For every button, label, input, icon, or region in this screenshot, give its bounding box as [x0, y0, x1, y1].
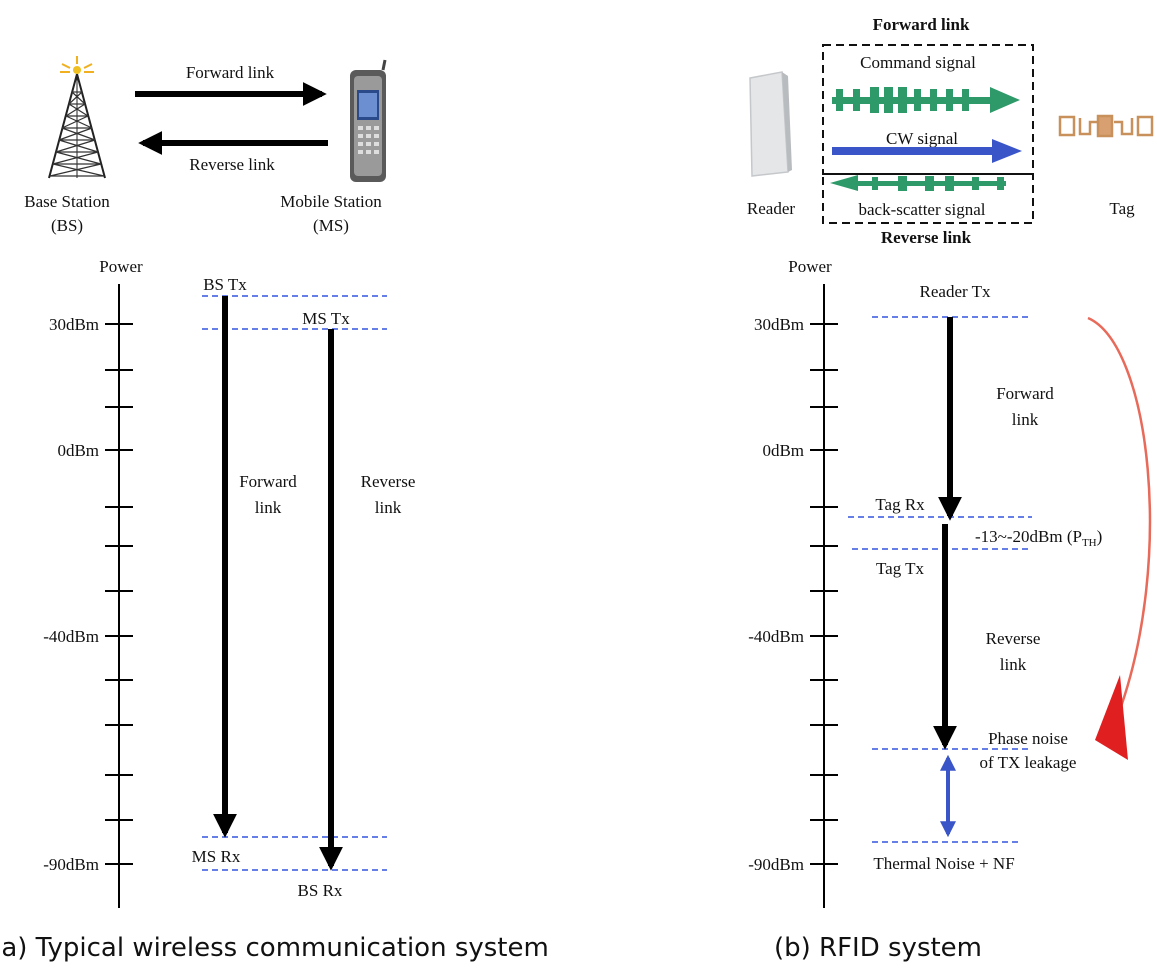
- tick-label-minus90dbm: -90dBm: [43, 855, 99, 874]
- panel-b: Forward link Command signal CW signal: [747, 15, 1154, 963]
- pth-label: -13~-20dBm (PTH): [975, 527, 1102, 549]
- reverse-link-text-2: link: [375, 498, 402, 517]
- phase-noise-label-2: of TX leakage: [980, 753, 1077, 772]
- tick-label-30dbm-b: 30dBm: [754, 315, 804, 334]
- tick-label-0dbm: 0dBm: [57, 441, 99, 460]
- ms-rx-label: MS Rx: [192, 847, 241, 866]
- reverse-link-text-b-1: Reverse: [986, 629, 1041, 648]
- panel-a: Forward link Reverse link Base Station (…: [0, 56, 549, 963]
- cw-signal-arrow: [832, 139, 1022, 163]
- tag-label: Tag: [1109, 199, 1135, 218]
- command-signal-arrow: [832, 87, 1020, 113]
- bs-rx-label: BS Rx: [298, 881, 343, 900]
- tick-label-0dbm-b: 0dBm: [762, 441, 804, 460]
- level-lines: [202, 295, 387, 871]
- tick-label-minus40dbm-b: -40dBm: [748, 627, 804, 646]
- caption-a: (a) Typical wireless communication syste…: [0, 933, 549, 963]
- bs-tx-label: BS Tx: [203, 275, 247, 294]
- forward-link-label: Forward link: [186, 63, 275, 82]
- base-station-abbr: (BS): [51, 216, 83, 235]
- mobile-station-label: Mobile Station: [280, 192, 382, 211]
- tick-label-minus40dbm: -40dBm: [43, 627, 99, 646]
- forward-link-heading: Forward link: [873, 15, 970, 34]
- base-station-tower-icon: [48, 56, 106, 179]
- backscatter-signal-arrow: [830, 175, 1006, 191]
- tick-label-30dbm: 30dBm: [49, 315, 99, 334]
- reverse-link-heading: Reverse link: [881, 228, 972, 247]
- forward-link-text-b-2: link: [1012, 410, 1039, 429]
- tag-tx-label: Tag Tx: [876, 559, 925, 578]
- cw-signal-label: CW signal: [886, 129, 958, 148]
- tag-rx-label: Tag Rx: [875, 495, 925, 514]
- tx-leakage-curve: [1087, 316, 1152, 716]
- power-axis-ticks: [105, 323, 133, 865]
- reader-tx-label: Reader Tx: [920, 282, 991, 301]
- tick-label-minus90dbm-b: -90dBm: [748, 855, 804, 874]
- command-signal-label: Command signal: [860, 53, 976, 72]
- thermal-noise-label: Thermal Noise + NF: [873, 854, 1014, 873]
- power-axis-title: Power: [99, 257, 143, 276]
- power-axis-title-b: Power: [788, 257, 832, 276]
- reader-device-icon: [749, 71, 792, 177]
- caption-b: (b) RFID system: [774, 933, 982, 963]
- mobile-station-abbr: (MS): [313, 216, 349, 235]
- reverse-link-box: [822, 173, 1034, 224]
- forward-link-text-1: Forward: [239, 472, 297, 491]
- phase-noise-label-1: Phase noise: [988, 729, 1068, 748]
- mobile-phone-icon: [350, 59, 387, 182]
- ms-tx-label: MS Tx: [302, 309, 350, 328]
- reverse-link-text-b-2: link: [1000, 655, 1027, 674]
- backscatter-signal-label: back-scatter signal: [859, 200, 986, 219]
- base-station-label: Base Station: [24, 192, 110, 211]
- power-axis-ticks-b: [810, 323, 838, 865]
- rfid-tag-icon: [1058, 114, 1154, 138]
- forward-link-text-b-1: Forward: [996, 384, 1054, 403]
- reverse-link-text-1: Reverse: [361, 472, 416, 491]
- tx-leakage-arrowhead: [1095, 675, 1128, 760]
- reader-label: Reader: [747, 199, 795, 218]
- forward-link-text-2: link: [255, 498, 282, 517]
- reverse-link-label: Reverse link: [189, 155, 275, 174]
